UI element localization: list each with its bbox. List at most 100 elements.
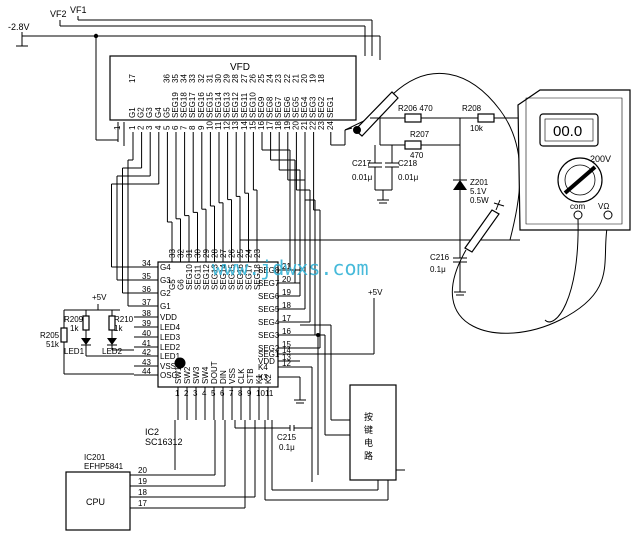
- ic2-pin-num-40: 40: [142, 329, 151, 338]
- ic2-pin-osc: OSC: [160, 371, 178, 380]
- ic2-right-pin-num-13: 13: [282, 353, 291, 362]
- ic2-right-pin-seg4: SEG4: [258, 318, 280, 327]
- ic2-right-pin-num-17: 17: [282, 314, 291, 323]
- vfd-top-pin-26: 26: [248, 74, 257, 83]
- ic2-pin-sw2: SW2: [183, 366, 192, 384]
- ic2-pin-g6: G6: [177, 279, 186, 290]
- r207-resistor: [404, 140, 422, 150]
- ic2-pin-g3: G3: [160, 276, 171, 285]
- vohm-label: VΩ: [598, 202, 609, 211]
- watermark-text: www.jdwxs.com: [212, 256, 369, 280]
- c216-value: 0.1μ: [430, 265, 446, 274]
- vohm-jack: [603, 210, 613, 220]
- vfd-top-pin-27: 27: [240, 74, 249, 83]
- ic2-pin-sw4: SW4: [201, 366, 210, 384]
- ic2-pin-num-37: 37: [142, 298, 151, 307]
- cpu-pin-18: 18: [138, 488, 147, 497]
- ic2-right-pin-num-15: 15: [282, 340, 291, 349]
- ic2-ref: IC2: [145, 427, 159, 437]
- vfd-top-pin-17: 17: [128, 74, 137, 83]
- r208-value: 10k: [470, 124, 484, 133]
- cpu-pin-19: 19: [138, 477, 147, 486]
- vfd-bottom-pin-14: 14: [240, 121, 249, 130]
- ic2-pin-seg15: SEG15: [228, 264, 237, 290]
- cpu-ref: IC201: [84, 453, 106, 462]
- ic2-right-pin-num-19: 19: [282, 288, 291, 297]
- ic2-right-pin-num-12: 12: [282, 359, 291, 368]
- ic2-pin-g4: G4: [160, 263, 171, 272]
- ic2-left-pins: G434G335G236G137VDD38LED439LED340LED241L…: [134, 259, 181, 380]
- ic2-pin-seg11: SEG11: [194, 264, 203, 290]
- vfd-bottom-pin-1: 1: [128, 125, 137, 130]
- test-probe-upper: [344, 72, 521, 241]
- ic2-pin-seg14: SEG14: [219, 264, 228, 290]
- z201-power: 0.5W: [470, 196, 489, 205]
- vfd-bottom-pin-13: 13: [231, 121, 240, 130]
- vfd-label-seg6: SEG6: [283, 96, 292, 118]
- ic2-pin-din: DIN: [219, 370, 228, 384]
- r210-value: 1k: [114, 324, 123, 333]
- ic2-pin-stb: STB: [246, 368, 255, 384]
- vfd-top-pin-21: 21: [291, 74, 300, 83]
- vfd-label-g4: G4: [154, 107, 163, 118]
- vfd-bottom-pin-15: 15: [248, 121, 257, 130]
- vf2-label: VF2: [50, 9, 67, 19]
- r210-label: R210: [114, 315, 134, 324]
- vfd-label-g1: G1: [128, 107, 137, 118]
- ic2-pin-sw3: SW3: [192, 366, 201, 384]
- ic2-right-pin-k4: K4: [258, 363, 268, 372]
- c217-label: C217: [352, 159, 372, 168]
- ic2-right-pin-num-14: 14: [282, 346, 291, 355]
- r208-label: R208: [462, 104, 482, 113]
- ic2-right-pin-k3: K3: [258, 373, 268, 382]
- ic2-right-pin-seg7: SEG7: [258, 279, 280, 288]
- ic2-pin-num-38: 38: [142, 309, 151, 318]
- ic2-right-wiring: +5V 按键电路: [294, 288, 405, 482]
- vfd-label-seg11: SEG11: [240, 92, 249, 118]
- ic2-pin-num-44: 44: [142, 367, 151, 376]
- vfd-bottom-pin-16: 16: [257, 121, 266, 130]
- vf1-label: VF1: [70, 5, 87, 15]
- ic2-pin-seg17: SEG17: [245, 264, 254, 290]
- r207-value: 470: [410, 151, 424, 160]
- ic2-pin-num-42: 42: [142, 348, 151, 357]
- plus5v-ic-label: +5V: [368, 288, 383, 297]
- plus5v-led-label: +5V: [92, 293, 107, 302]
- meter-reading: 00.0: [553, 123, 582, 140]
- cpu-ic201: [65, 471, 131, 531]
- supply-rails: -2.8V VF2 VF1: [8, 5, 381, 141]
- ic2-pin-g5: G5: [168, 279, 177, 290]
- vfd-bottom-pin-23: 23: [317, 121, 326, 130]
- cpu-name: CPU: [86, 497, 105, 507]
- ic2-pin-led1: LED1: [160, 352, 181, 361]
- led1-label: LED1: [64, 347, 85, 356]
- vfd-top-pin-33: 33: [188, 74, 197, 83]
- vfd-bottom-pin-19: 19: [283, 121, 292, 130]
- r209-value: 1k: [70, 324, 79, 333]
- vfd-label-seg3: SEG3: [309, 96, 318, 118]
- vfd-bottom-pin-7: 7: [180, 125, 189, 130]
- ic2-pin-seg10: SEG10: [185, 264, 194, 290]
- vfd-bottom-pin-17: 17: [266, 121, 275, 130]
- vfd-bottom-pin-8: 8: [188, 125, 197, 130]
- vfd-label-seg4: SEG4: [300, 96, 309, 118]
- ic2-sc16312: G434G335G236G137VDD38LED439LED340LED241L…: [134, 249, 300, 447]
- ic2-pin-led3: LED3: [160, 333, 181, 342]
- vfd-top-pin-22: 22: [283, 74, 292, 83]
- vfd-top-pin-32: 32: [197, 74, 206, 83]
- vfd-bottom-pin-20: 20: [291, 121, 300, 130]
- vfd-top-pin-30: 30: [214, 74, 223, 83]
- vfd-bottom-pin-22: 22: [309, 121, 318, 130]
- cpu-pin-20: 20: [138, 466, 147, 475]
- vfd-top-pin-25: 25: [257, 74, 266, 83]
- ic2-pin-led4: LED4: [160, 323, 181, 332]
- keypad-label: 按键电路: [363, 411, 373, 464]
- vfd-bottom-pin-11: 11: [214, 121, 223, 130]
- led2-label: LED2: [102, 347, 123, 356]
- ic2-pin-seg13: SEG13: [211, 264, 220, 290]
- led-indicators: +5V R209 1k R210 1k LED1 LED2 R205 51k: [40, 293, 134, 375]
